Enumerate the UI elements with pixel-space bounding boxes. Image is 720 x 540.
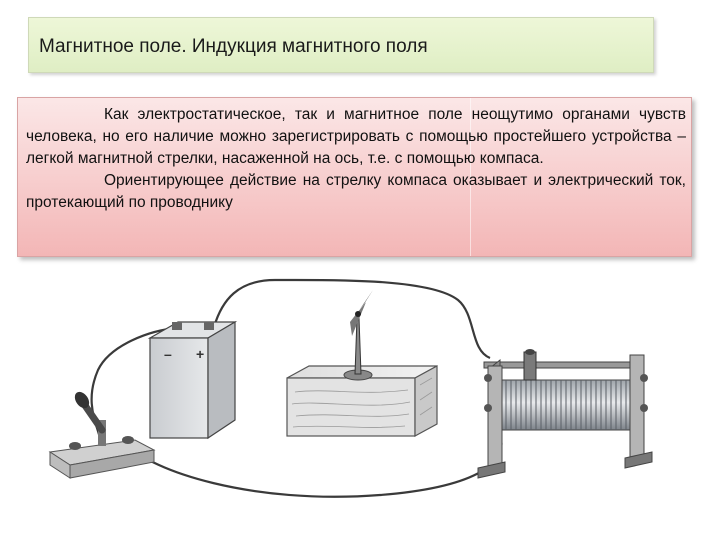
wooden-block bbox=[286, 364, 438, 438]
body-text: Как электростатическое, так и магнитное … bbox=[26, 104, 686, 214]
rheostat bbox=[477, 349, 653, 479]
wire-battery-coil bbox=[212, 278, 491, 360]
wire-switch-coil bbox=[127, 434, 503, 498]
text-box: Как электростатическое, так и магнитное … bbox=[17, 97, 692, 257]
paragraph-2: Ориентирующее действие на стрелку компас… bbox=[26, 172, 686, 211]
knife-switch bbox=[48, 391, 156, 479]
battery-plus-label: + bbox=[196, 346, 204, 362]
compass-needle bbox=[343, 290, 373, 381]
divider-line bbox=[470, 98, 471, 256]
battery: – + bbox=[147, 320, 238, 440]
title-box: Магнитное поле. Индукция магнитного поля bbox=[28, 17, 654, 73]
battery-minus-label: – bbox=[164, 346, 172, 362]
paragraph-1: Как электростатическое, так и магнитное … bbox=[26, 106, 686, 167]
slide-title: Магнитное поле. Индукция магнитного поля bbox=[39, 36, 428, 57]
